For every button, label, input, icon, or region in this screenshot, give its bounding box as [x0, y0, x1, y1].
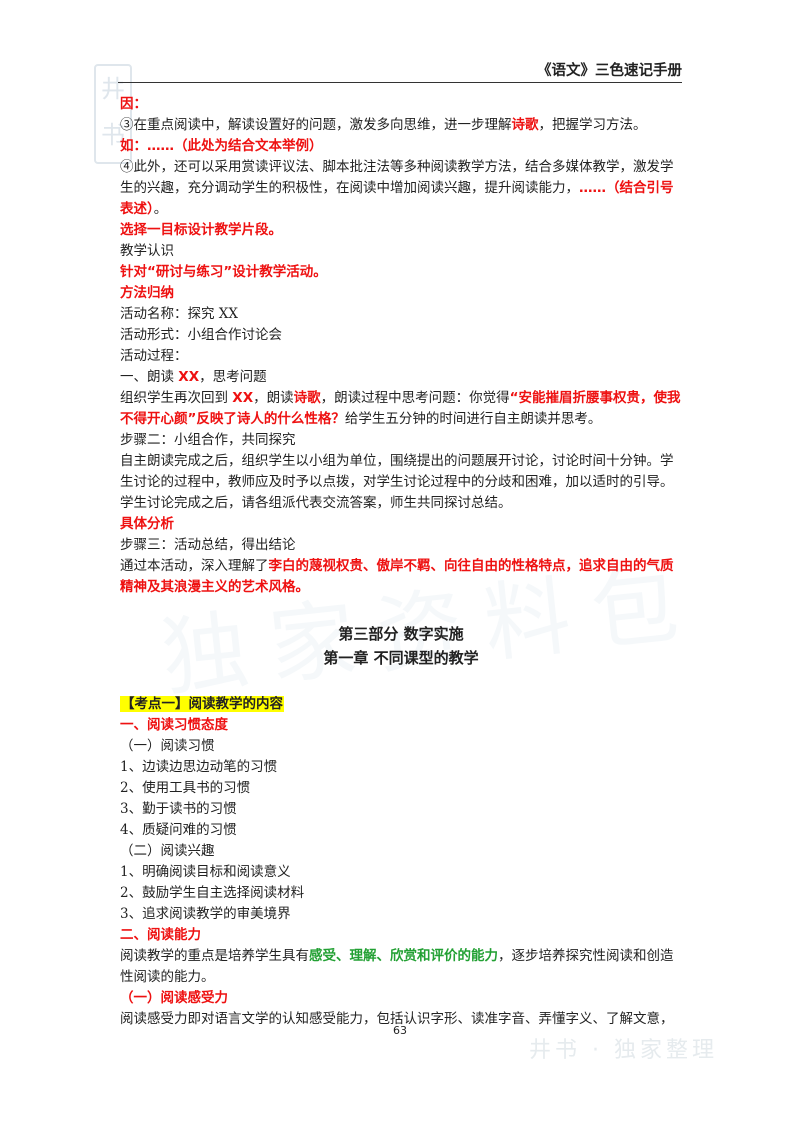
section-heading: 二、阅读能力	[120, 927, 201, 943]
text-span: 给学生五分钟的时间进行自主朗读并思考。	[344, 411, 602, 427]
text-line: 活动过程：	[120, 348, 188, 364]
text-span: 阅读教学的重点是培养学生具有	[120, 948, 309, 964]
list-item: 2、使用工具书的习惯	[120, 780, 251, 796]
text-line: 阅读感受力即对语言文学的认知感受能力，包括认识字形、读准字音、弄懂字义、了解文意…	[120, 1011, 674, 1027]
highlight-red: 诗歌	[511, 117, 539, 133]
text-span: 。	[153, 201, 168, 217]
watermark-bottom: 井书 · 独家整理	[529, 1038, 718, 1063]
chapter-title: 第一章 不同课型的教学	[323, 649, 479, 667]
highlight-red: “安能摧眉折腰事权贵，使我不得开心颜”反映了诗人的什么性格？	[120, 390, 681, 427]
kaodian-label: 【考点一】阅读教学的内容	[120, 696, 284, 712]
highlight-red: 李白的蔑视权贵、傲岸不羁、向往自由的性格特点，追求自由的气质精神及其浪漫主义的艺…	[120, 558, 674, 595]
text-span: ，思考问题	[199, 369, 267, 385]
text-line: 步骤三：活动总结，得出结论	[120, 537, 296, 553]
watermark-corner-logo: 井书	[94, 64, 132, 164]
text-span: ③在重点阅读中，解读设置好的问题，激发多向思维，进一步理解	[120, 117, 512, 133]
highlight-red: 诗歌	[293, 390, 321, 406]
text-line: 活动形式：小组合作讨论会	[120, 327, 282, 343]
subsection-heading: （二）阅读兴趣	[120, 843, 215, 859]
list-item: 1、边读边思边动笔的习惯	[120, 759, 278, 775]
text-line: 选择一目标设计教学片段。	[120, 222, 282, 238]
text-span: 一、朗读	[120, 369, 179, 385]
text-line: 一、朗读 XX，思考问题	[120, 367, 682, 388]
text-span: ，把握学习方法。	[538, 117, 647, 133]
paragraph: 组织学生再次回到 XX，朗读诗歌，朗读过程中思考问题：你觉得“安能摧眉折腰事权贵…	[120, 388, 682, 430]
text-span: ，逐步培养探究性阅读和创造性阅读的能力。	[120, 948, 674, 985]
paragraph: 阅读教学的重点是培养学生具有感受、理解、欣赏和评价的能力，逐步培养探究性阅读和创…	[120, 946, 682, 988]
page-header: 《语文》三色速记手册	[118, 58, 682, 83]
subsection-heading: （一）阅读感受力	[120, 990, 228, 1006]
page-content: 因： ③在重点阅读中，解读设置好的问题，激发多向思维，进一步理解诗歌，把握学习方…	[120, 94, 682, 1030]
text-line: 针对“研讨与练习”设计教学活动。	[120, 264, 327, 280]
highlight-green: 感受、理解、欣赏和评价的能力	[309, 948, 498, 964]
list-item: 3、勤于读书的习惯	[120, 801, 237, 817]
text-line: 教学认识	[120, 243, 174, 259]
text-line: 方法归纳	[120, 285, 174, 301]
text-line: 具体分析	[120, 516, 174, 532]
text-line: 步骤二：小组合作，共同探究	[120, 432, 296, 448]
page-number: 63	[393, 1024, 407, 1037]
text-span: ，朗读	[253, 390, 294, 406]
list-item: 2、鼓励学生自主选择阅读材料	[120, 885, 305, 901]
highlight-red: ……（结合引号表述）	[120, 180, 674, 217]
text-line: 因：	[120, 96, 147, 112]
part-title: 第三部分 数字实施	[338, 625, 464, 643]
highlight-red: XX	[232, 390, 254, 406]
kaodian-heading: 【考点一】阅读教学的内容	[120, 694, 682, 715]
section-heading: 一、阅读习惯态度	[120, 717, 228, 733]
header-title: 《语文》三色速记手册	[537, 63, 682, 79]
text-span: 通过本活动，深入理解了	[120, 558, 269, 574]
list-item: 3、追求阅读教学的审美境界	[120, 906, 291, 922]
text-span: 组织学生再次回到	[120, 390, 233, 406]
text-span: ，朗读过程中思考问题：你觉得	[320, 390, 510, 406]
text-line: 活动名称：探究 XX	[120, 306, 239, 322]
paragraph: 自主朗读完成之后，组织学生以小组为单位，围绕提出的问题展开讨论，讨论时间十分钟。…	[120, 453, 674, 511]
highlight-red: XX	[178, 369, 200, 385]
subsection-heading: （一）阅读习惯	[120, 738, 215, 754]
text-span: ④此外，还可以采用赏读评议法、脚本批注法等多种阅读教学方法，结合多媒体教学，激发…	[120, 159, 674, 196]
paragraph: 通过本活动，深入理解了李白的蔑视权贵、傲岸不羁、向往自由的性格特点，追求自由的气…	[120, 556, 682, 598]
list-item: 4、质疑问难的习惯	[120, 822, 237, 838]
text-line: ③在重点阅读中，解读设置好的问题，激发多向思维，进一步理解诗歌，把握学习方法。	[120, 115, 682, 136]
paragraph: ④此外，还可以采用赏读评议法、脚本批注法等多种阅读教学方法，结合多媒体教学，激发…	[120, 157, 682, 220]
text-line: 如：……（此处为结合文本举例）	[120, 138, 323, 154]
list-item: 1、明确阅读目标和阅读意义	[120, 864, 291, 880]
